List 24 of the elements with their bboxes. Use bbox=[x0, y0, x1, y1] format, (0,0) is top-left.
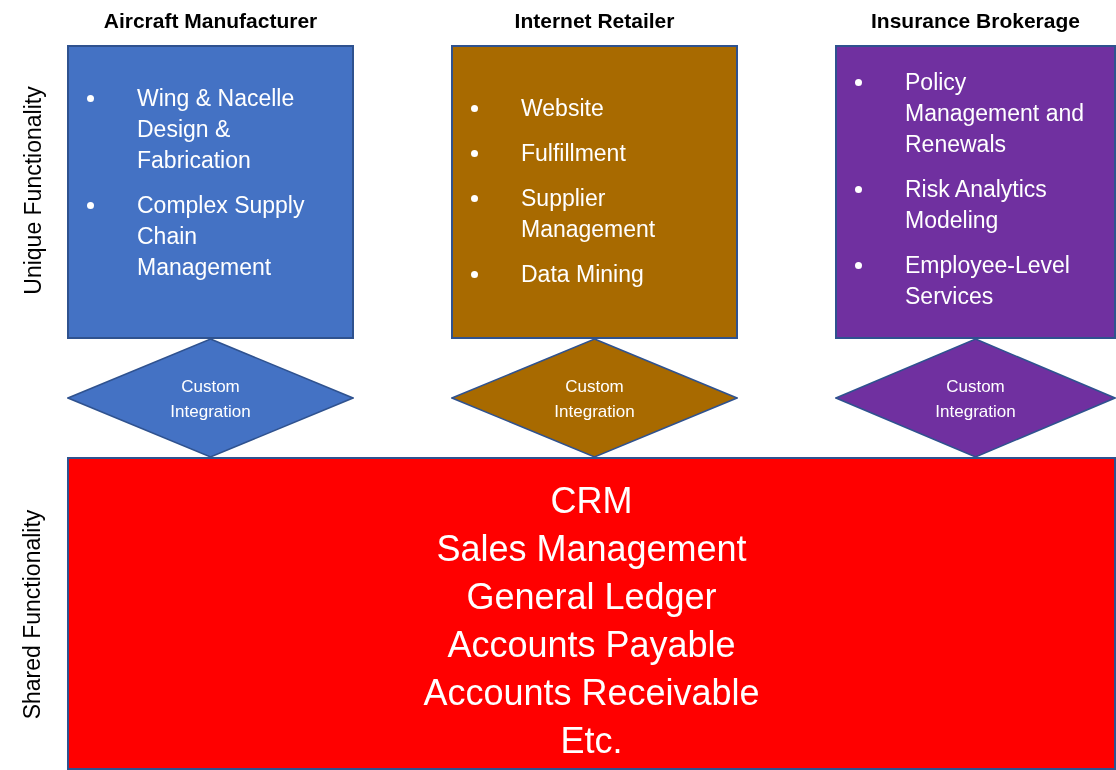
function-text: General Ledger bbox=[466, 575, 717, 619]
bullet-text: Website bbox=[521, 95, 604, 121]
function-text: Sales Management bbox=[436, 527, 747, 571]
diamond-label: Custom Integration bbox=[169, 376, 252, 423]
function-text: CRM bbox=[550, 479, 633, 523]
bullet-text: Employee-Level Services bbox=[905, 252, 1070, 309]
diamond-label: Custom Integration bbox=[553, 376, 636, 423]
bullet-text: Risk Analytics Modeling bbox=[905, 176, 1047, 233]
function-text: Etc. bbox=[560, 719, 623, 763]
axis-label: Shared Functionality bbox=[19, 509, 47, 719]
axis-label: Unique Functionality bbox=[19, 85, 47, 295]
bullet-text: Complex Supply Chain Management bbox=[137, 192, 305, 280]
column-heading: Internet Retailer bbox=[513, 9, 676, 33]
diamond-label: Custom Integration bbox=[934, 376, 1017, 423]
shared-box bbox=[67, 457, 1116, 770]
function-text: Accounts Payable bbox=[447, 623, 736, 667]
function-text: Accounts Receivable bbox=[423, 671, 760, 715]
column-heading: Aircraft Manufacturer bbox=[102, 9, 319, 33]
bullet-text: Supplier Management bbox=[521, 185, 656, 242]
bullet-text: Wing & Nacelle Design & Fabrication bbox=[137, 85, 295, 173]
bullet-text: Fulfillment bbox=[521, 140, 626, 166]
column-heading: Insurance Brokerage bbox=[870, 9, 1081, 33]
bullet-text: Data Mining bbox=[521, 261, 644, 287]
bullet-text: Policy Management and Renewals bbox=[905, 69, 1084, 157]
